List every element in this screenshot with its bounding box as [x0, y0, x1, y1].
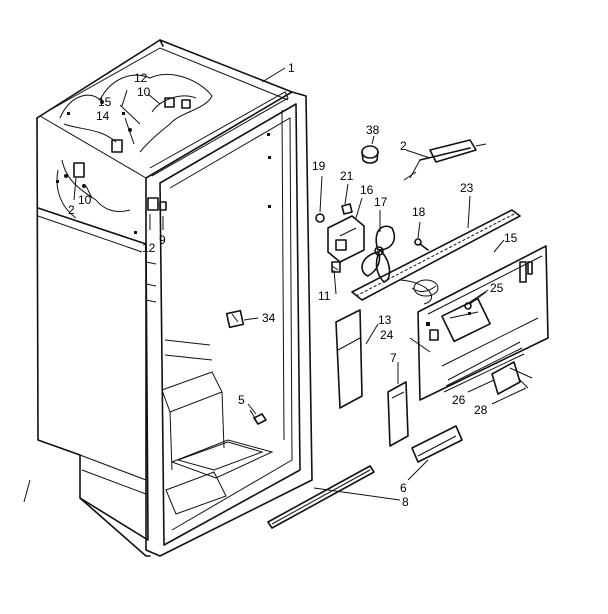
light-socket-part-2	[403, 139, 487, 181]
callout-5: 5	[238, 393, 245, 407]
rear-panel-part-15	[417, 245, 549, 401]
bracket-part-6	[411, 425, 463, 463]
callout-23: 23	[460, 181, 474, 195]
callout-11: 11	[318, 289, 331, 303]
callout-16: 16	[360, 183, 374, 197]
callout-34: 34	[262, 311, 276, 325]
bottom-trim-strip	[267, 465, 375, 529]
damper-part-26	[491, 361, 533, 395]
callout-10: 10	[78, 193, 92, 207]
callout-38: 38	[366, 123, 380, 137]
callout-12: 12	[134, 71, 148, 85]
evaporator-cover-part-23	[351, 209, 521, 305]
clip-part-34	[225, 309, 245, 329]
leader-lines	[73, 67, 527, 501]
callout-8: 8	[402, 495, 409, 509]
callout-15: 15	[504, 231, 518, 245]
callout-24: 24	[380, 328, 394, 342]
screw-part-25	[464, 291, 487, 310]
screw-part-21	[341, 203, 353, 215]
duct-part-7	[387, 381, 409, 447]
screw-part-19	[315, 213, 325, 223]
callout-18: 18	[412, 205, 426, 219]
callout-19: 19	[312, 159, 326, 173]
callout-15: 15	[98, 95, 112, 109]
callout-9: 9	[159, 233, 166, 247]
cabinet-liner	[36, 39, 313, 557]
edge-mark	[23, 479, 31, 503]
screw-part-5	[249, 409, 267, 425]
callout-26: 26	[452, 393, 466, 407]
callout-2: 2	[400, 139, 407, 153]
callout-25: 25	[490, 281, 504, 295]
bracket-part-11	[331, 261, 341, 273]
callout-14: 14	[96, 109, 110, 123]
callout-17: 17	[374, 195, 388, 209]
fan-motor-bracket-part-16	[327, 215, 365, 271]
callout-1: 1	[288, 61, 295, 75]
callout-6: 6	[400, 481, 407, 495]
callout-21: 21	[340, 169, 354, 183]
callout-7: 7	[390, 351, 397, 365]
callout-10: 10	[137, 85, 151, 99]
callout-28: 28	[474, 403, 488, 417]
screw-part-18	[414, 238, 429, 251]
callout-labels: 1 2 2 5 6 7 8 9 10 10 11 12 12 13 14 15 …	[68, 61, 518, 509]
callout-12: 12	[142, 241, 156, 255]
callout-2: 2	[68, 203, 75, 217]
top-wiring-harness	[56, 73, 213, 219]
callout-13: 13	[378, 313, 392, 327]
cap-part-38	[361, 145, 379, 164]
spacer-part-13	[335, 309, 363, 409]
